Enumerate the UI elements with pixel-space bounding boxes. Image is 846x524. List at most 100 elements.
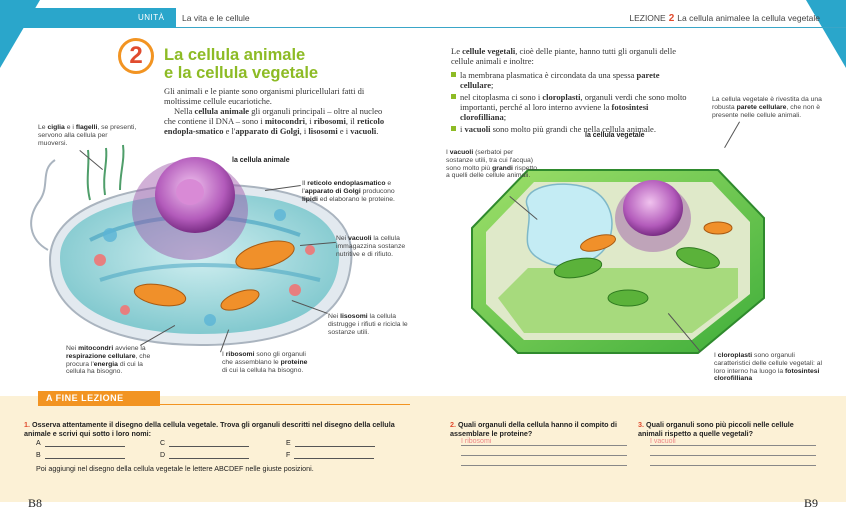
answer-letter: A xyxy=(36,440,41,447)
annotation-lisosomi: Nei lisosomi la cellula distrugge i rifi… xyxy=(328,313,408,336)
question-text: Quali organuli sono più piccoli nelle ce… xyxy=(638,420,794,438)
answer-line[interactable] xyxy=(169,452,250,459)
term: flagelli xyxy=(75,124,98,131)
exercise-tab: A FINE LEZIONE xyxy=(38,391,160,406)
answer-placeholder[interactable]: I ribosomi xyxy=(461,438,492,445)
text: . xyxy=(376,126,379,136)
answer-line[interactable] xyxy=(294,452,375,459)
text: rispetto a quelli delle cellule animali. xyxy=(446,164,538,180)
list-item: la membrana plasmatica è circondata da u… xyxy=(451,70,691,90)
term-cellule-vegetali: cellule vegetali xyxy=(462,46,516,56)
term-golgi: apparato di Golgi xyxy=(235,126,300,136)
term: respirazione cellulare xyxy=(66,352,136,360)
answer-line[interactable] xyxy=(650,445,816,446)
intro-paragraph-2: Nella cellula animale gli organuli princ… xyxy=(164,106,394,136)
plant-features-list: la membrana plasmatica è circondata da u… xyxy=(451,70,691,134)
question-3: 3. Quali organuli sono più piccoli nelle… xyxy=(638,420,818,438)
text: la cellula distrugge i rifiuti e ricicla… xyxy=(328,313,408,336)
term: ribosomi xyxy=(225,351,255,358)
text: e i xyxy=(64,124,76,131)
text: avviene la xyxy=(113,345,146,352)
unit-code: B1 xyxy=(138,33,150,42)
text: e l' xyxy=(223,126,236,136)
answer-field-c[interactable]: C xyxy=(160,440,250,447)
answer-field-f[interactable]: F xyxy=(286,452,375,459)
text: , cioè delle piante, hanno tutti gli org… xyxy=(451,46,677,66)
question-number: 2. xyxy=(450,420,456,429)
question-1-note: Poi aggiungi nel disegno della cellula v… xyxy=(36,464,314,473)
text: Le xyxy=(38,124,48,131)
text: , se presenti, servono alla cellula per … xyxy=(38,124,137,147)
term-cloroplasti: cloroplasti xyxy=(542,92,581,102)
intro-paragraph-1: Gli animali e le piante sono organismi p… xyxy=(164,86,365,106)
text: , i xyxy=(304,116,314,126)
term: lipidi xyxy=(302,195,318,203)
text: I xyxy=(446,149,450,156)
term-vacuoli-vegetali: vacuoli xyxy=(464,124,491,134)
text: la cellula immagazzina sostanze nutritiv… xyxy=(336,235,406,258)
text: Nei xyxy=(66,345,79,352)
plant-intro-paragraph: Le cellule vegetali, cioè delle piante, … xyxy=(451,46,691,66)
answer-letter: F xyxy=(286,452,291,459)
text: la membrana plasmatica è circondata da u… xyxy=(460,70,637,80)
annotation-reticolo: Il reticolo endoplasmatico e l'apparato … xyxy=(302,180,408,203)
text: Nei xyxy=(328,313,341,320)
term-vacuoli: vacuoli xyxy=(350,126,377,136)
term-lisosomi: lisosomi xyxy=(308,126,338,136)
term: apparato di Golgi xyxy=(304,187,361,195)
answer-line[interactable] xyxy=(44,452,125,459)
text: ed elaborano le proteine. xyxy=(317,195,395,203)
term: grandi xyxy=(492,164,513,172)
question-number: 1. xyxy=(24,420,30,429)
term-mitocondri: mitocondri xyxy=(264,116,305,126)
answer-line[interactable] xyxy=(650,465,816,466)
annotation-parete: La cellula vegetale è rivestita da una r… xyxy=(712,96,822,119)
answer-field-a[interactable]: A xyxy=(36,440,125,447)
unit-title: La vita e le cellule xyxy=(182,13,250,23)
annotation-ribosomi: I ribosomi sono gli organuli che assembl… xyxy=(222,351,314,374)
answer-letter: B xyxy=(36,452,41,459)
term: vacuoli xyxy=(348,235,372,242)
answer-placeholder[interactable]: I vacuoli xyxy=(650,438,676,445)
question-2: 2. Quali organuli della cellula hanno il… xyxy=(450,420,620,438)
page-number-right: B9 xyxy=(803,496,818,510)
plant-cell-label: la cellula vegetale xyxy=(585,132,645,139)
plant-cell-illustration xyxy=(471,169,765,354)
text: Le xyxy=(451,46,463,56)
exercise-divider xyxy=(160,404,410,405)
answer-field-d[interactable]: D xyxy=(160,452,250,459)
unit-label: UNITÀ xyxy=(138,13,165,22)
text: La cellula vegetale è rivestita da una r… xyxy=(712,96,822,111)
answer-letter: E xyxy=(286,440,291,447)
answer-line[interactable] xyxy=(169,440,250,447)
answer-line[interactable] xyxy=(461,445,627,446)
term-ribosomi: ribosomi xyxy=(313,116,346,126)
answer-field-b[interactable]: B xyxy=(36,452,125,459)
answer-line[interactable] xyxy=(294,440,375,447)
text: Il xyxy=(302,180,308,187)
text: producono xyxy=(360,187,395,195)
text: gli organuli principali – oltre al nucle… xyxy=(164,106,383,126)
term: lisosomi xyxy=(340,313,368,320)
text: Nella xyxy=(174,106,195,116)
answer-line[interactable] xyxy=(461,455,627,456)
question-number: 3. xyxy=(638,420,644,429)
term: parete cellulare xyxy=(736,103,787,111)
text: I xyxy=(714,352,718,359)
answer-line[interactable] xyxy=(650,455,816,456)
answer-field-e[interactable]: E xyxy=(286,440,375,447)
text: sono gli organuli che assemblano le xyxy=(222,351,306,366)
term-reticolo: reticolo endopla-smatico xyxy=(164,116,385,136)
term: cloroplasti xyxy=(717,352,753,359)
intro-text: Gli animali e le piante sono organismi p… xyxy=(164,86,394,136)
term: fotosintesi clorofilliana xyxy=(714,367,820,383)
term-cellula-animale: cellula animale xyxy=(194,106,250,116)
question-text: Osserva attentamente il disegno della ce… xyxy=(24,420,395,438)
term: energia xyxy=(93,360,118,368)
answer-line[interactable] xyxy=(44,440,125,447)
lesson-title-line1: La cellula animale xyxy=(164,46,306,64)
answer-line[interactable] xyxy=(461,465,627,466)
lesson-header-title: La cellula animalee la cellula vegetale xyxy=(677,13,820,23)
term: vacuoli xyxy=(449,149,474,156)
text: I xyxy=(222,351,226,358)
